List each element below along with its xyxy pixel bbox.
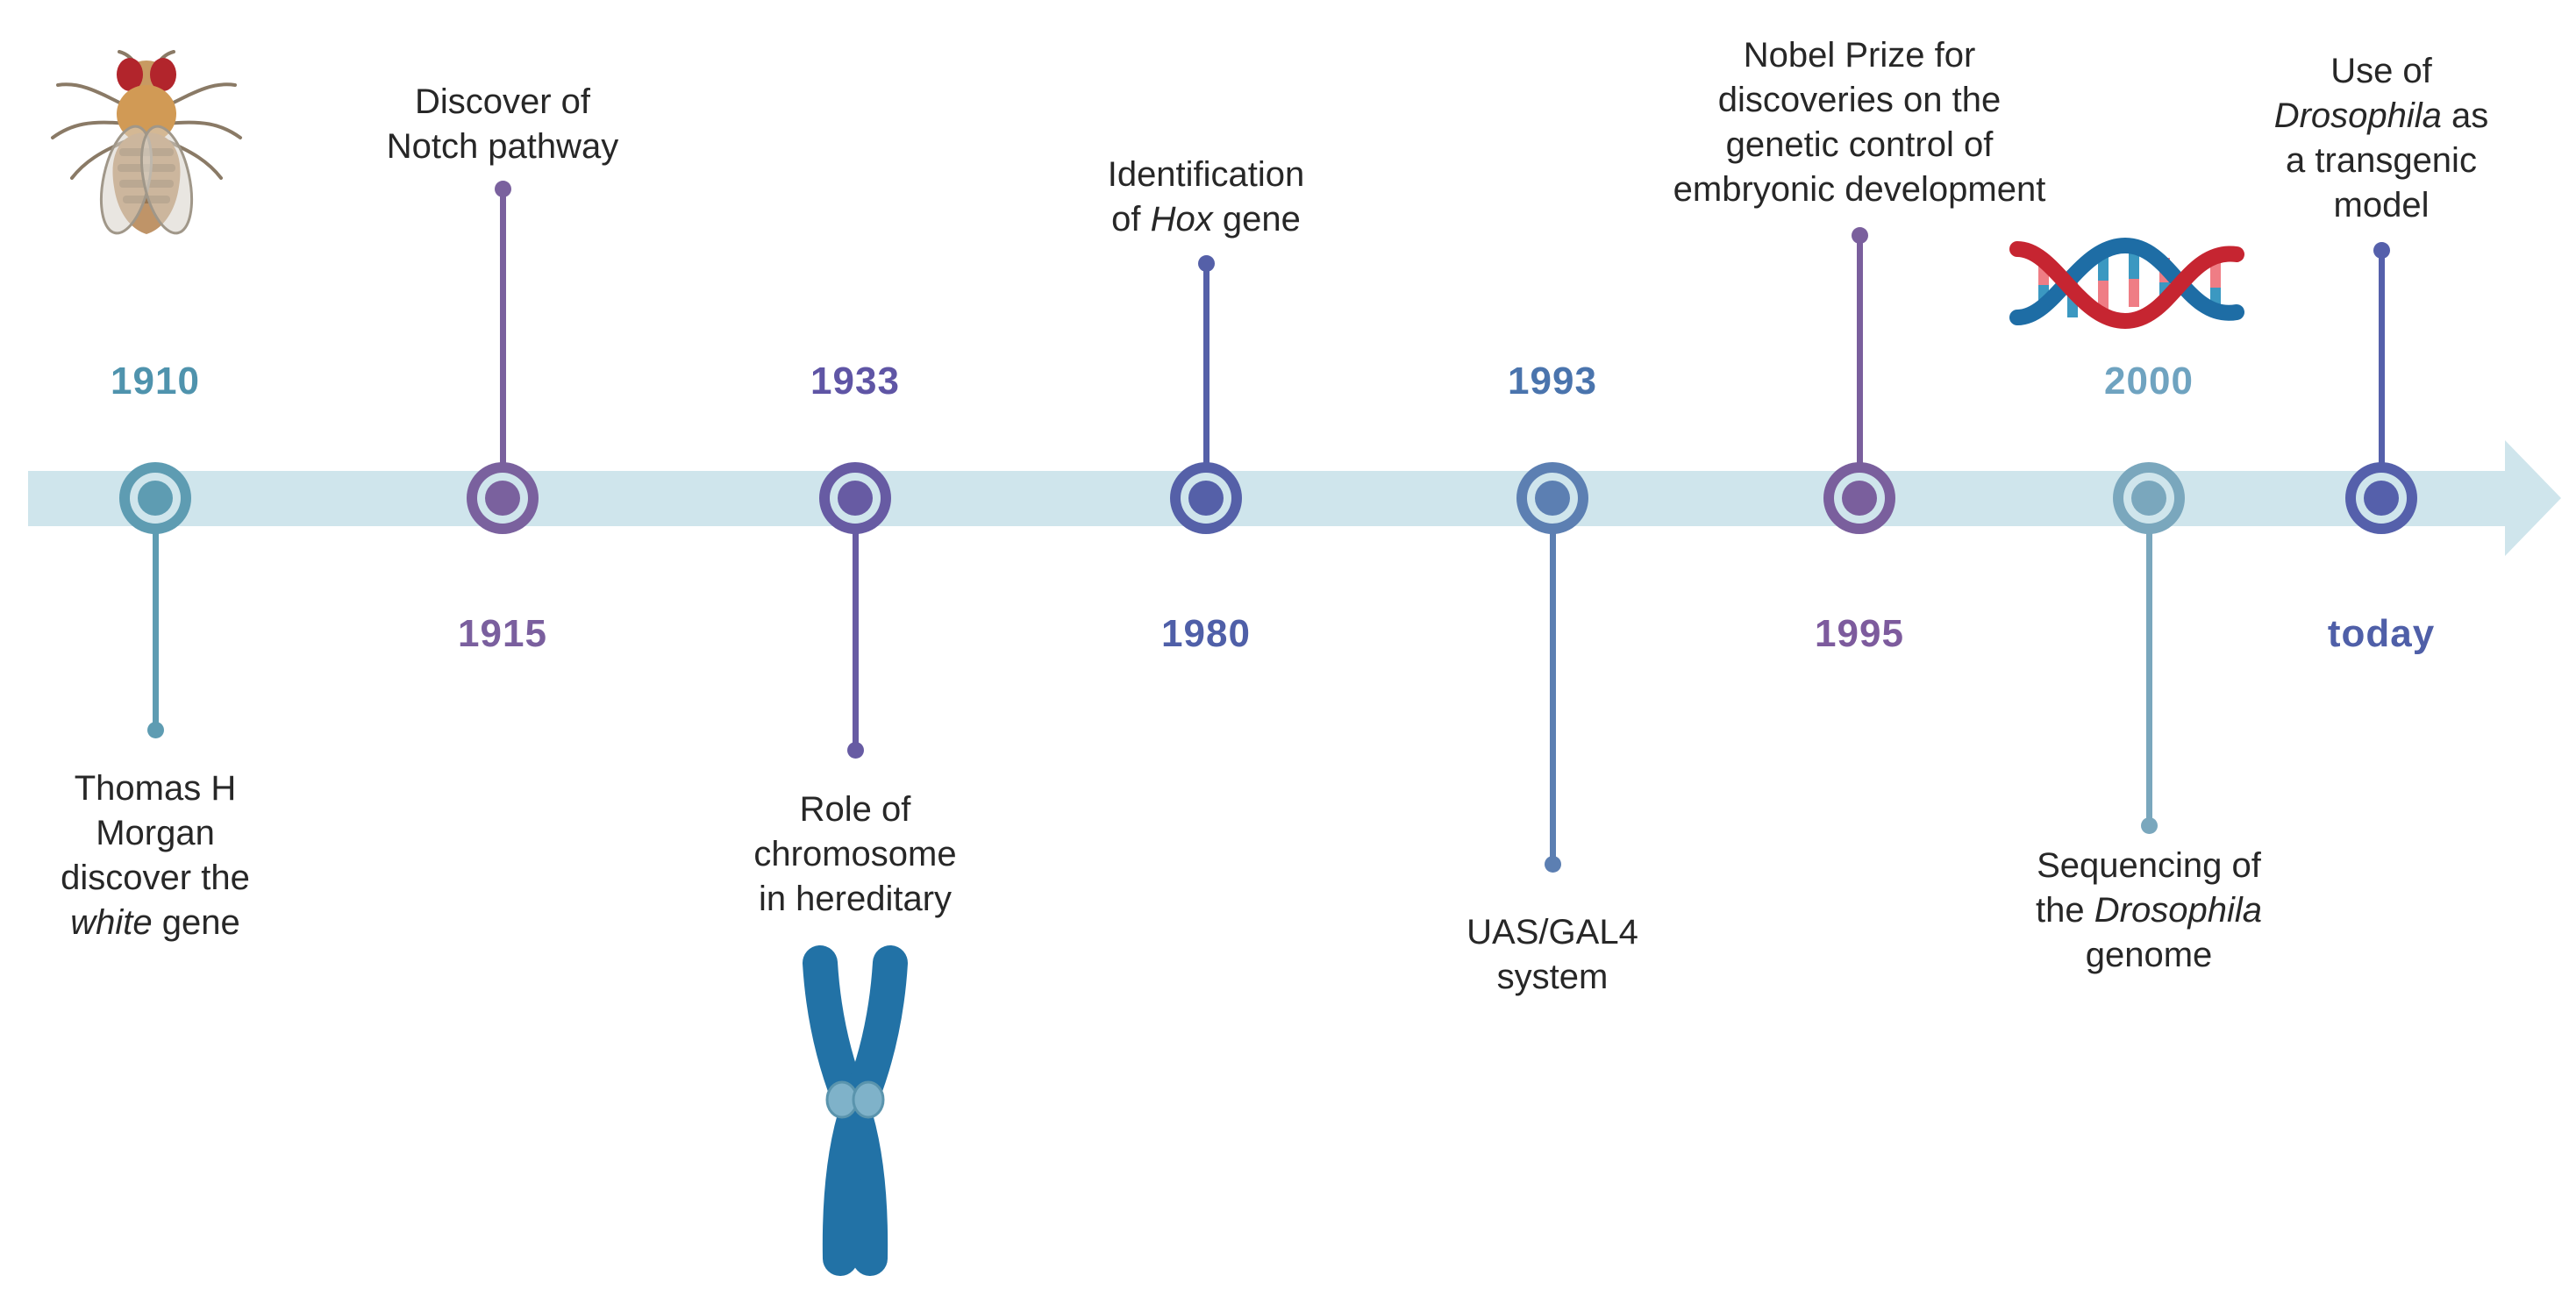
dna-helix-icon	[2009, 237, 2244, 330]
note-line: genetic control of	[1725, 125, 1994, 164]
note-line: in hereditary	[758, 880, 953, 918]
marker-inner-dot	[1535, 481, 1570, 516]
timeline-marker-today	[2345, 462, 2417, 534]
note-line: genome	[2085, 936, 2213, 974]
note-line: chromosome	[753, 835, 957, 873]
timeline-marker-1995	[1823, 462, 1895, 534]
note-line: of Hox gene	[1111, 200, 1301, 239]
note-line: the Drosophila	[2036, 891, 2262, 930]
event-note-1915: Discover of Notch pathway	[222, 80, 783, 169]
event-note-1910: Thomas H Morgan discover the white gene	[0, 766, 436, 945]
marker-inner-dot	[1188, 481, 1224, 516]
note-line: Sequencing of	[2037, 846, 2261, 885]
note-line: Discover of	[414, 82, 591, 121]
event-stem-dot-1980	[1197, 254, 1215, 272]
timeline-marker-1915	[467, 462, 539, 534]
note-line: UAS/GAL4	[1466, 913, 1638, 951]
marker-inner-dot	[2131, 481, 2166, 516]
event-note-1933: Role of chromosome in hereditary	[574, 788, 1136, 922]
note-line: Notch pathway	[386, 127, 619, 166]
note-line: a transgenic	[2286, 141, 2477, 180]
drosophila-fly-icon	[51, 50, 242, 235]
event-stem-dot-1995	[1851, 226, 1868, 244]
chromosome-icon	[803, 945, 908, 1276]
marker-inner-dot	[138, 481, 173, 516]
marker-inner-dot	[838, 481, 873, 516]
event-stem-1915	[499, 189, 506, 498]
timeline-band	[28, 471, 2505, 526]
marker-ring-gap	[2356, 473, 2407, 524]
year-label-1933: 1933	[810, 360, 900, 403]
marker-ring-gap	[830, 473, 881, 524]
event-stem-dot-1910	[146, 721, 164, 738]
event-stem-dot-1993	[1544, 855, 1561, 873]
event-stem-dot-1915	[494, 180, 511, 197]
marker-ring-gap	[1181, 473, 1231, 524]
marker-inner-dot	[1842, 481, 1877, 516]
note-line: model	[2333, 186, 2430, 225]
year-label-1995: 1995	[1815, 612, 1904, 655]
event-stem-1980	[1202, 263, 1210, 498]
event-stem-dot-1933	[846, 741, 864, 759]
year-label-today: today	[2327, 612, 2436, 655]
marker-ring-gap	[477, 473, 528, 524]
event-stem-dot-2000	[2140, 816, 2158, 834]
event-note-1980: Identification of Hox gene	[925, 153, 1487, 242]
note-line: discoveries on the	[1717, 81, 2002, 119]
note-line: Morgan	[96, 814, 215, 852]
marker-ring-gap	[1834, 473, 1885, 524]
timeline-marker-1993	[1516, 462, 1588, 534]
note-line: embryonic development	[1673, 170, 2046, 209]
event-note-today: Use of Drosophila as a transgenic model	[2101, 49, 2576, 228]
timeline-marker-1933	[819, 462, 891, 534]
note-line: discover the	[61, 859, 250, 897]
note-line: Nobel Prize for	[1743, 36, 1976, 75]
event-stem-2000	[2145, 498, 2152, 825]
event-stem-1933	[852, 498, 859, 750]
year-label-1993: 1993	[1508, 360, 1597, 403]
marker-ring-gap	[1527, 473, 1578, 524]
year-label-1980: 1980	[1161, 612, 1251, 655]
event-note-1993: UAS/GAL4 system	[1272, 910, 1833, 1000]
note-line: system	[1496, 958, 1609, 996]
marker-ring-gap	[2123, 473, 2174, 524]
event-stem-1995	[1856, 235, 1863, 498]
year-label-2000: 2000	[2104, 360, 2194, 403]
event-stem-today	[2378, 250, 2385, 498]
timeline-marker-1910	[119, 462, 191, 534]
event-note-2000: Sequencing of the Drosophila genome	[1868, 844, 2430, 978]
note-line: Role of	[799, 790, 911, 829]
note-line: Drosophila as	[2273, 96, 2489, 135]
note-line: Identification	[1107, 155, 1305, 194]
marker-inner-dot	[2364, 481, 2399, 516]
timeline-arrowhead-icon	[2505, 440, 2561, 556]
event-stem-1993	[1549, 498, 1556, 864]
event-stem-dot-today	[2373, 241, 2390, 259]
marker-ring-gap	[130, 473, 181, 524]
event-note-1995: Nobel Prize for discoveries on the genetic…	[1579, 33, 2140, 212]
year-label-1910: 1910	[111, 360, 200, 403]
note-line: Use of	[2330, 52, 2432, 90]
timeline-marker-1980	[1170, 462, 1242, 534]
timeline-marker-2000	[2113, 462, 2185, 534]
year-label-1915: 1915	[458, 612, 547, 655]
note-line: Thomas H	[74, 769, 237, 808]
marker-inner-dot	[485, 481, 520, 516]
note-line: white gene	[70, 903, 240, 942]
event-stem-1910	[152, 498, 159, 730]
